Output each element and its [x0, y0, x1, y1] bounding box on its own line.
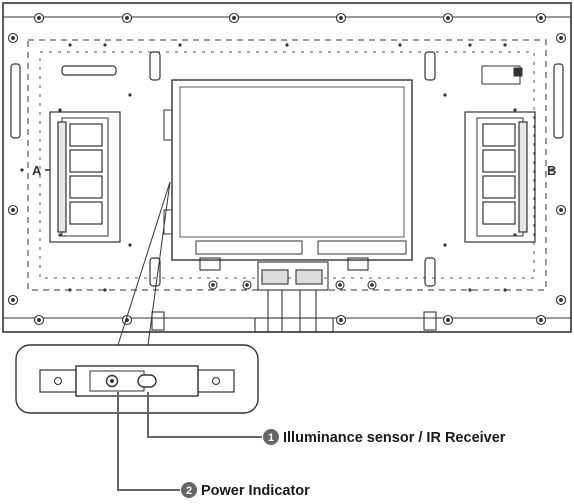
- callout-1: 1 Illuminance sensor / IR Receiver: [263, 429, 506, 446]
- panel-label-b: B: [547, 163, 556, 178]
- screw-hole: [7, 204, 19, 216]
- connector-block-b-inner: [476, 117, 524, 237]
- bottom-left-slot: [149, 257, 161, 287]
- foot-center: [254, 317, 334, 333]
- bottom-right-slot: [424, 257, 436, 287]
- panel-label-a: A: [32, 163, 42, 178]
- connector-b-port-1: [482, 123, 516, 147]
- detail-mount-right-hole: [211, 376, 221, 386]
- top-left-slot: [149, 51, 161, 81]
- cable-clip-1: [199, 257, 221, 271]
- screw-hole: [7, 294, 19, 306]
- connector-b-port-2: [482, 149, 516, 173]
- cable-plug-2: [295, 269, 323, 285]
- power-indicator-led-center: [110, 379, 114, 383]
- main-board-slot-left: [195, 240, 303, 255]
- main-board: [163, 79, 413, 261]
- main-board-slot-right: [317, 240, 407, 255]
- rating-label-mark: [513, 67, 523, 77]
- connector-block-b: [464, 111, 536, 243]
- top-right-slot: [424, 51, 436, 81]
- connector-block-a: [45, 111, 121, 243]
- zoom-leader-lines: [117, 181, 171, 346]
- left-handle: [10, 63, 21, 139]
- screw-hole: [442, 314, 454, 326]
- rating-label: [481, 65, 523, 85]
- connector-b-port-4: [482, 201, 516, 225]
- screw-hole: [555, 204, 567, 216]
- screw-hole: [367, 280, 377, 290]
- cable-bundle: [199, 257, 369, 332]
- connector-a-port-4: [69, 201, 103, 225]
- bottom-feet: [151, 311, 437, 333]
- connector-block-b-frame: [464, 111, 536, 243]
- connector-block-a-frame: [49, 111, 121, 243]
- screw-hole: [555, 32, 567, 44]
- main-board-inner: [179, 86, 405, 238]
- illuminance-sensor-icon: [137, 374, 157, 388]
- connector-a-port-2: [69, 149, 103, 173]
- connector-a-port-1: [69, 123, 103, 147]
- screw-hole: [121, 12, 133, 24]
- right-handle: [553, 63, 564, 139]
- screw-hole: [7, 32, 19, 44]
- screw-hole: [33, 12, 45, 24]
- callout-1-number: 1: [268, 432, 274, 444]
- screw-hole: [335, 314, 347, 326]
- screw-hole: [335, 12, 347, 24]
- callout-leader-1: [147, 392, 262, 438]
- connector-a-port-3: [69, 175, 103, 199]
- sensor-detail-panel: [15, 344, 259, 414]
- top-left-handle: [61, 65, 117, 76]
- screw-hole: [242, 280, 252, 290]
- screw-hole: [535, 12, 547, 24]
- side-handles: [10, 51, 564, 287]
- connector-block-b-rail: [518, 121, 528, 233]
- screw-hole: [555, 294, 567, 306]
- callout-2-label: Power Indicator: [201, 483, 310, 499]
- connector-b-port-3: [482, 175, 516, 199]
- callout-leaders: [117, 392, 262, 491]
- cable-plug-1: [261, 269, 289, 285]
- callout-1-label: Illuminance sensor / IR Receiver: [283, 430, 506, 446]
- screw-hole: [535, 314, 547, 326]
- screw-hole: [208, 280, 218, 290]
- detail-mount-left-hole: [53, 376, 63, 386]
- screw-hole: [228, 12, 240, 24]
- mounting-dots: [20, 43, 554, 292]
- main-board-side-tab: [163, 109, 173, 141]
- callout-2-badge: [181, 482, 197, 498]
- main-board-side-tab-2: [163, 209, 173, 235]
- main-board-cover: [171, 79, 413, 261]
- callout-2-number: 2: [186, 485, 192, 497]
- screw-hole: [335, 280, 345, 290]
- callout-2: 2 Power Indicator: [181, 482, 310, 499]
- top-flange: [2, 2, 572, 18]
- cable-clip-2: [347, 257, 369, 271]
- screw-hole: [442, 12, 454, 24]
- callout-leader-2: [117, 392, 180, 491]
- screw-hole: [33, 314, 45, 326]
- callout-1-badge: [263, 429, 279, 445]
- connector-block-a-inner: [61, 117, 109, 237]
- connector-block-a-rail: [57, 121, 67, 233]
- cable-connector-block: [257, 261, 329, 291]
- foot-right: [423, 311, 437, 331]
- foot-left: [151, 311, 165, 331]
